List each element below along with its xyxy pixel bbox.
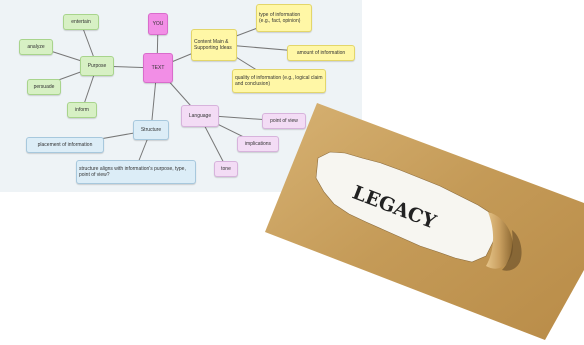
node-implications: implications bbox=[237, 136, 279, 152]
node-entertain: entertain bbox=[63, 14, 99, 30]
node-language-label: Language bbox=[188, 113, 212, 119]
node-placement-of-information: placement of information bbox=[26, 137, 104, 153]
node-persuade: persuade bbox=[27, 79, 61, 95]
node-structure-aligns-label: structure aligns with information's purp… bbox=[79, 166, 186, 178]
node-persuade-label: persuade bbox=[33, 84, 55, 90]
node-structure-aligns: structure aligns with information's purp… bbox=[76, 160, 196, 184]
node-structure-label: Structure bbox=[140, 127, 162, 133]
node-entertain-label: entertain bbox=[71, 19, 91, 25]
node-text-center: TEXT bbox=[143, 53, 173, 83]
node-content-label: Content Main & Supporting Ideas bbox=[194, 39, 232, 51]
node-analyze-label: analyze bbox=[27, 44, 45, 50]
node-content: Content Main & Supporting Ideas bbox=[191, 29, 237, 61]
node-tone: tone bbox=[214, 161, 238, 177]
node-inform-label: inform bbox=[75, 107, 89, 113]
node-text-label: TEXT bbox=[151, 65, 165, 71]
node-structure: Structure bbox=[133, 120, 169, 140]
node-amount-of-information: amount of information bbox=[287, 45, 355, 61]
node-type-of-information: type of information (e.g., fact, opinion… bbox=[256, 4, 312, 32]
node-analyze: analyze bbox=[19, 39, 53, 55]
node-purpose: Purpose bbox=[80, 56, 114, 76]
mind-map: YOU TEXT Purpose entertain analyze persu… bbox=[0, 0, 362, 192]
node-point-of-view-label: point of view bbox=[270, 118, 298, 124]
node-implications-label: implications bbox=[244, 141, 272, 147]
paper-curl bbox=[486, 212, 513, 269]
node-placement-of-information-label: placement of information bbox=[37, 142, 93, 148]
torn-opening bbox=[315, 151, 498, 263]
node-quality-of-information: quality of information (e.g., logical cl… bbox=[232, 69, 326, 93]
node-tone-label: tone bbox=[221, 166, 231, 172]
node-inform: inform bbox=[67, 102, 97, 118]
node-amount-of-information-label: amount of information bbox=[296, 50, 346, 56]
node-quality-of-information-label: quality of information (e.g., logical cl… bbox=[235, 75, 323, 87]
curl-shadow bbox=[502, 230, 522, 271]
node-purpose-label: Purpose bbox=[87, 63, 107, 69]
node-you-label: YOU bbox=[152, 21, 164, 27]
node-type-of-information-label: type of information (e.g., fact, opinion… bbox=[259, 12, 301, 24]
node-language: Language bbox=[181, 105, 219, 127]
node-point-of-view: point of view bbox=[262, 113, 306, 129]
node-you: YOU bbox=[148, 13, 168, 35]
